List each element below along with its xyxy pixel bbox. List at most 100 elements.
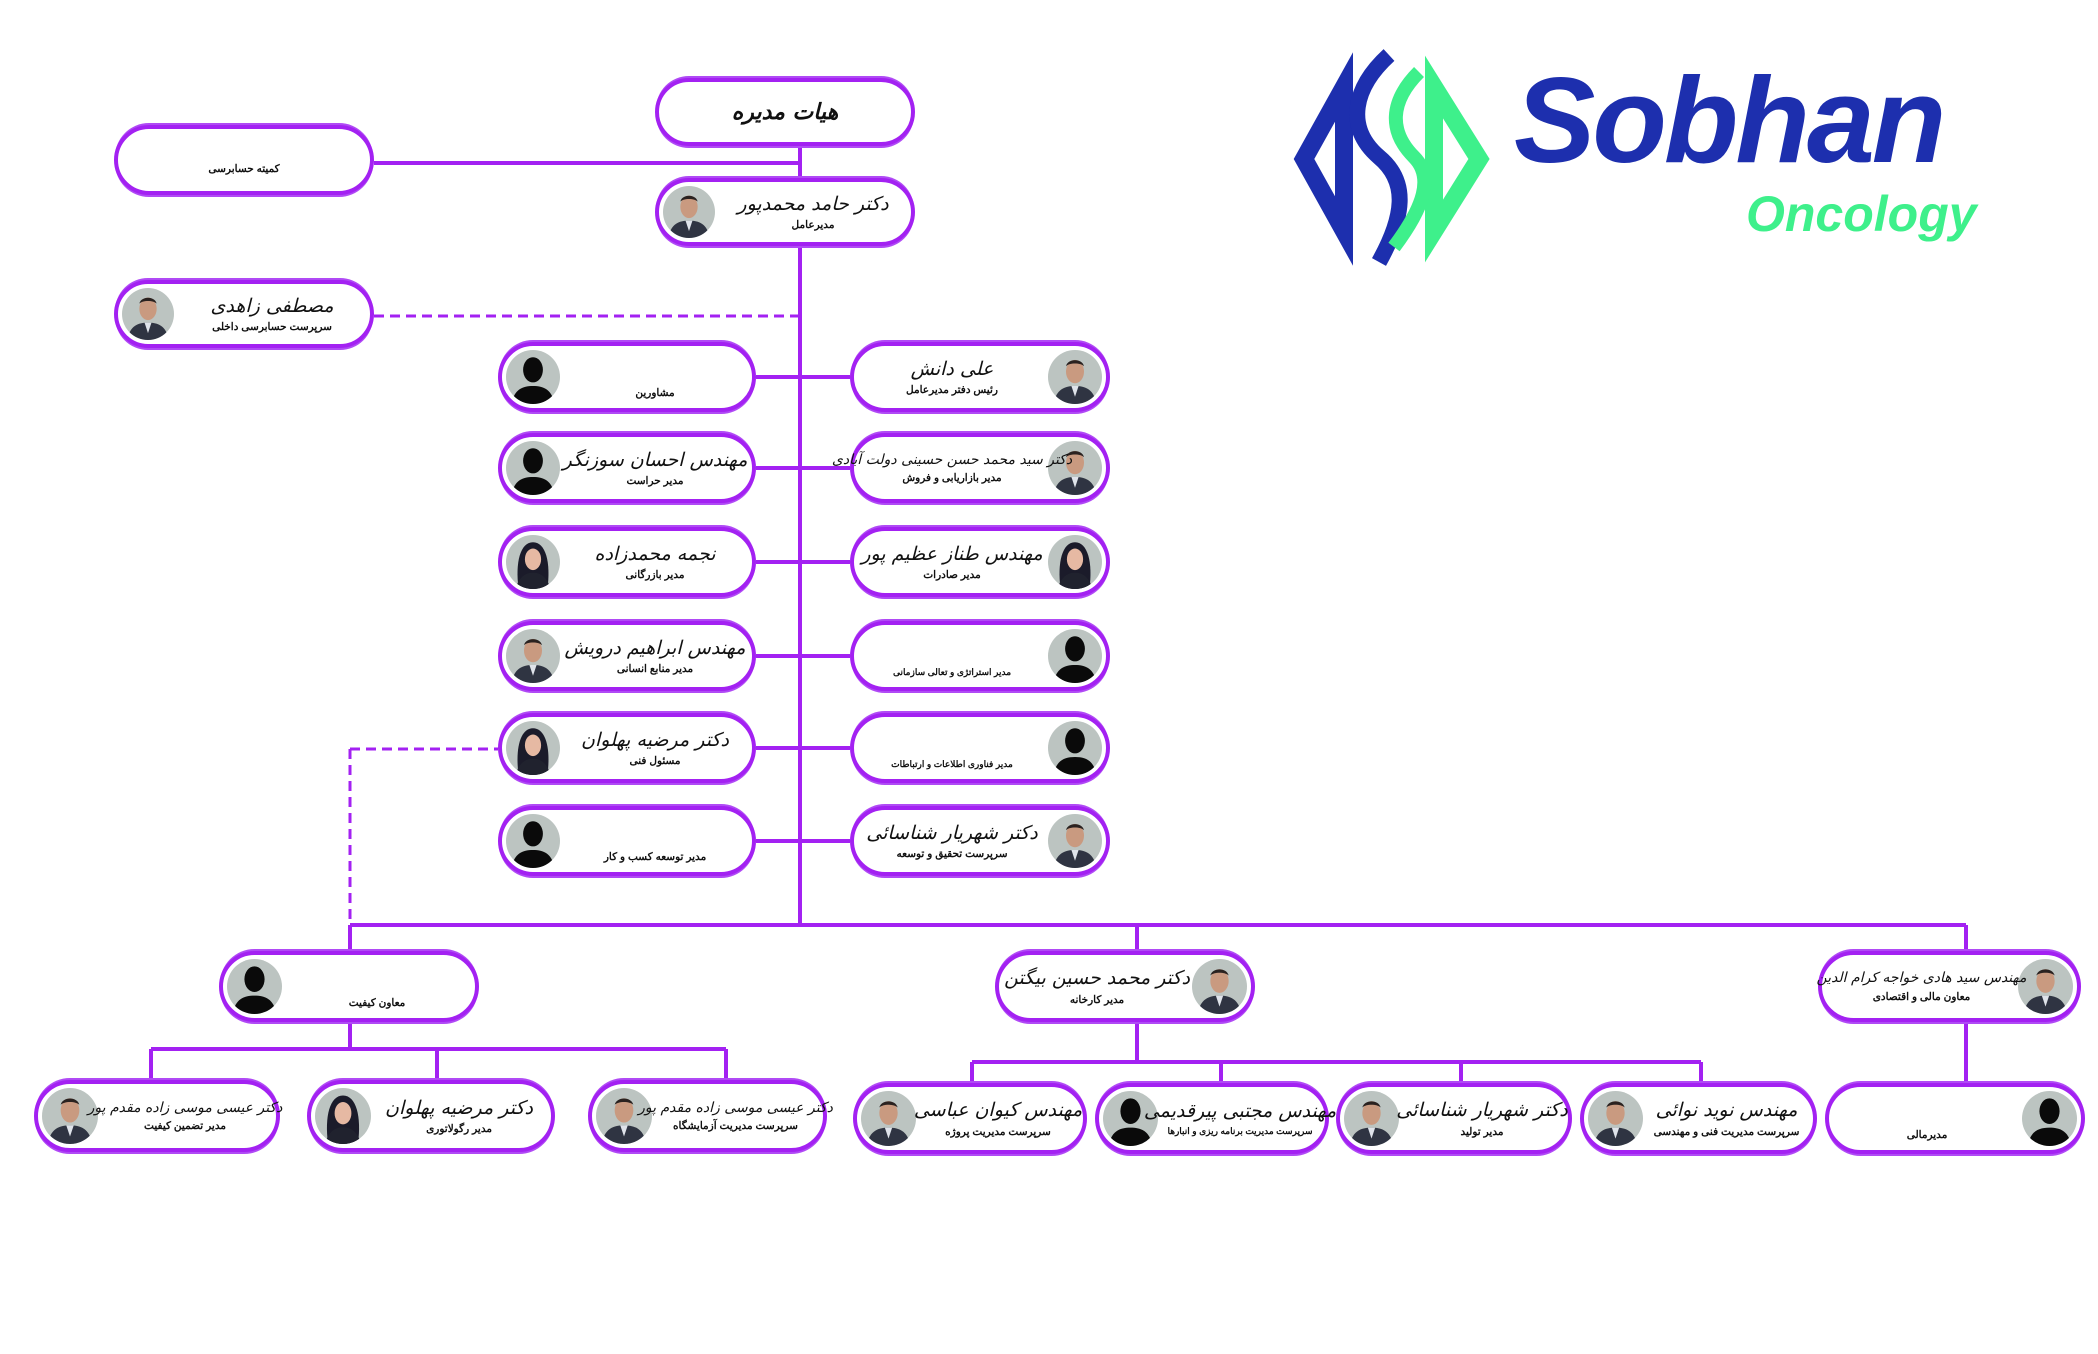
org-card-project: مهندس کیوان عباسی سرپرست مدیریت پروژه — [853, 1083, 1087, 1154]
person-name: دکتر حامد محمدپور — [737, 192, 889, 215]
position-title: مدیرمالی — [1906, 1128, 1948, 1141]
card-text: مدیرمالی — [1843, 1087, 2011, 1150]
person-photo — [506, 629, 560, 683]
card-text: دکتر مرضیه پهلوان مدیر رگولاتوری — [381, 1084, 537, 1148]
person-name: علی دانش — [910, 357, 994, 380]
position-title: رئیس دفتر مدیرعامل — [906, 384, 998, 397]
org-card-board: هیات مدیره — [655, 78, 915, 146]
sobhan-oncology-logo: Sobhan Oncology — [1284, 47, 1984, 272]
position-title: مدیر استراتژی و تعالی سازمانی — [892, 666, 1012, 677]
person-name: هیات مدیره — [731, 98, 839, 125]
org-card-production: دکتر شهریار شناسائی مدیر تولید — [1336, 1083, 1572, 1154]
org-card-bizdev: مدیر توسعه کسب و کار — [498, 806, 756, 876]
card-text: مهندس مجتبی پیرقدیمی سرپرست مدیریت برنامه… — [1144, 1087, 1336, 1150]
org-card-marketing: دکتر سید محمد حسن حسینی دولت آبادی مدیر ب… — [832, 433, 1110, 503]
person-name: دکتر شهریار شناسائی — [866, 821, 1038, 844]
org-card-finance-deputy: مهندس سید هادی خواجه کرام الدین معاون مال… — [1817, 951, 2081, 1022]
person-silhouette-icon — [1103, 1091, 1158, 1146]
person-photo — [1048, 535, 1102, 589]
person-name: مهندس سید هادی خواجه کرام الدین — [1816, 970, 2027, 987]
org-card-planning: مهندس مجتبی پیرقدیمی سرپرست مدیریت برنامه… — [1095, 1083, 1336, 1154]
person-silhouette-icon — [506, 441, 560, 495]
position-title: معاون مالی و اقتصادی — [1872, 990, 1971, 1003]
logo-sub-text: Oncology — [1746, 186, 1977, 242]
position-title: سرپرست مدیریت فنی و مهندسی — [1653, 1125, 1800, 1138]
org-card-qa: دکتر عیسی موسی زاده مقدم پور مدیر تضمین ک… — [34, 1080, 283, 1152]
person-silhouette-icon — [506, 350, 560, 404]
org-card-audit-committee: کمیته حسابرسی — [114, 125, 374, 195]
person-photo — [663, 186, 715, 238]
card-text: دکتر عیسی موسی زاده مقدم پور مدیر تضمین ک… — [88, 1084, 283, 1148]
position-title: مدیر بازاریابی و فروش — [902, 472, 1002, 485]
position-title: سرپرست حسابرسی داخلی — [212, 321, 332, 334]
position-title: مدیر فناوری اطلاعات و ارتباطات — [891, 758, 1013, 769]
person-name: مهندس مجتبی پیرقدیمی — [1143, 1099, 1337, 1122]
position-title: مدیر تضمین کیفیت — [144, 1120, 226, 1133]
person-name: دکتر مرضیه پهلوان — [385, 1096, 533, 1119]
org-card-rnd: دکتر شهریار شناسائی سرپرست تحقیق و توسعه — [850, 806, 1110, 876]
org-card-regulatory: دکتر مرضیه پهلوان مدیر رگولاتوری — [307, 1080, 555, 1152]
person-name: دکتر شهریار شناسائی — [1396, 1099, 1568, 1122]
person-silhouette-icon — [227, 959, 282, 1014]
position-title: مشاورین — [635, 387, 675, 399]
position-title: مدیر صادرات — [923, 569, 981, 582]
person-silhouette-icon — [1048, 721, 1102, 775]
person-photo — [1048, 441, 1102, 495]
person-photo — [315, 1088, 371, 1144]
person-photo — [506, 721, 560, 775]
position-title: سرپرست مدیریت برنامه ریزی و انبارها — [1167, 1126, 1313, 1137]
person-photo — [2018, 959, 2073, 1014]
position-title: مدیر تولید — [1460, 1125, 1504, 1138]
position-title: سرپرست تحقیق و توسعه — [896, 848, 1008, 861]
org-card-advisors: مشاورین — [498, 342, 756, 412]
card-text: معاون کیفیت — [293, 955, 461, 1018]
person-name: دکتر محمد حسین بیگتن — [1004, 967, 1190, 990]
person-name: مهندس کیوان عباسی — [913, 1099, 1083, 1122]
position-title: مدیر رگولاتوری — [426, 1123, 492, 1136]
person-name: دکتر عیسی موسی زاده مقدم پور — [638, 1099, 833, 1116]
person-photo — [1344, 1091, 1399, 1146]
card-text: مهندس سید هادی خواجه کرام الدین معاون مال… — [1817, 955, 2027, 1018]
person-photo — [506, 535, 560, 589]
position-title: سرپرست مدیریت پروژه — [945, 1125, 1051, 1138]
person-photo — [1192, 959, 1247, 1014]
person-photo — [1588, 1091, 1643, 1146]
position-title: مسئول فنی — [629, 755, 681, 768]
card-text: مهندس طناز عظیم پور مدیر صادرات — [861, 531, 1042, 593]
person-photo — [861, 1091, 916, 1146]
position-title: مدیر کارخانه — [1069, 993, 1125, 1006]
position-title: مدیر حراست — [626, 475, 684, 488]
logo-brand-text: Sobhan — [1514, 52, 1946, 188]
person-photo — [122, 288, 174, 340]
logo-hexagon-icon — [1293, 49, 1490, 266]
position-title: معاون کیفیت — [348, 996, 406, 1009]
card-text: مشاورین — [572, 346, 738, 408]
position-title: مدیر بازرگانی — [625, 569, 685, 582]
person-silhouette-icon — [1048, 629, 1102, 683]
org-card-factory: دکتر محمد حسین بیگتن مدیر کارخانه — [995, 951, 1255, 1022]
person-name: دکتر سید محمد حسن حسینی دولت آبادی — [831, 451, 1073, 468]
person-name: مهندس طناز عظیم پور — [861, 542, 1043, 565]
org-card-quality-deputy: معاون کیفیت — [219, 951, 479, 1022]
card-text: دکتر محمد حسین بیگتن مدیر کارخانه — [1004, 955, 1190, 1018]
card-text: هیات مدیره — [673, 82, 897, 142]
org-card-ceo-office: علی دانش رئیس دفتر مدیرعامل — [850, 342, 1110, 412]
person-name: دکتر عیسی موسی زاده مقدم پور — [87, 1099, 283, 1116]
position-title: کمیته حسابرسی — [208, 163, 280, 175]
